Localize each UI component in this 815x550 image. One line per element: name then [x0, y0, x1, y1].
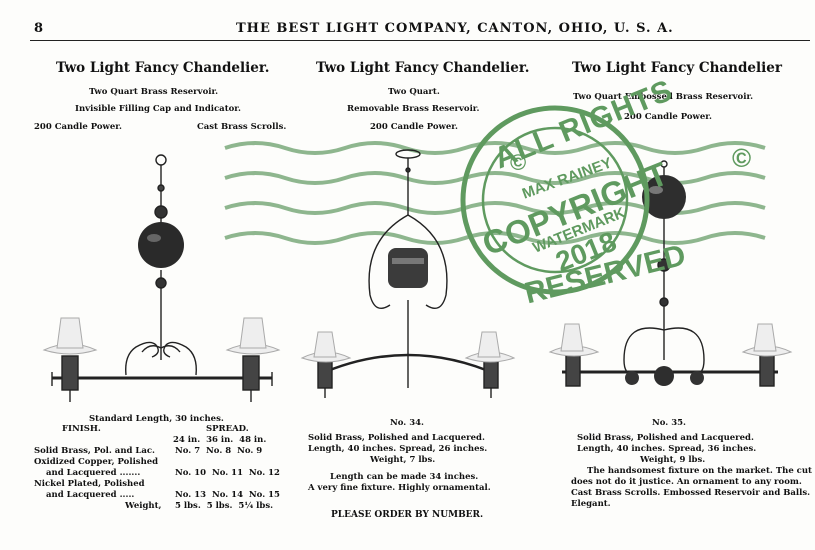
col3-desc6: Cast Brass Scrolls. Embossed Reservoir a…: [571, 488, 811, 498]
col2-line1: Two Quart.: [388, 87, 440, 97]
col2-line2: Removable Brass Reservoir.: [347, 104, 480, 114]
page-number: 8: [34, 21, 45, 36]
stamp-copyright-symbol: ©: [510, 150, 527, 175]
col1-finish-row-2: and Lacquered .......: [46, 468, 141, 478]
stamp-copyright-symbol-right: ©: [732, 143, 752, 173]
col2-desc1: Solid Brass, Polished and Lacquered.: [308, 433, 485, 443]
col3-line1: Two Quart Embossed Brass Reservoir.: [573, 92, 754, 102]
col1-sizes: 24 in. 36 in. 48 in.: [173, 435, 267, 445]
col1-line1: Two Quart Brass Reservoir.: [89, 87, 219, 97]
col2-line3: 200 Candle Power.: [370, 122, 458, 132]
col3-title: Two Light Fancy Chandelier: [572, 60, 782, 76]
page-header: THE BEST LIGHT COMPANY, CANTON, OHIO, U.…: [236, 21, 674, 36]
col3-desc1: Solid Brass, Polished and Lacquered.: [577, 433, 754, 443]
col1-finish-row-1: Oxidized Copper, Polished: [34, 457, 159, 467]
col3-line2: 200 Candle Power.: [624, 112, 712, 122]
col1-finish-row-3: Nickel Plated, Polished: [34, 479, 145, 489]
col1-nums-row-4: No. 13 No. 14 No. 15: [175, 490, 280, 500]
col3-desc7: Elegant.: [571, 499, 611, 509]
col3-number: No. 35.: [652, 418, 686, 428]
col2-desc5: A very fine fixture. Highly ornamental.: [308, 483, 491, 493]
col1-line3a: 200 Candle Power.: [34, 122, 122, 132]
order-footer: PLEASE ORDER BY NUMBER.: [331, 510, 484, 520]
col1-line3b: Cast Brass Scrolls.: [197, 122, 287, 132]
col3-desc2: Length, 40 inches. Spread, 36 inches.: [577, 444, 757, 454]
col1-finish-row-4: and Lacquered .....: [46, 490, 135, 500]
col2-number: No. 34.: [390, 418, 424, 428]
col2-title: Two Light Fancy Chandelier.: [316, 60, 530, 76]
col2-desc2: Length, 40 inches. Spread, 26 inches.: [308, 444, 488, 454]
col1-line2: Invisible Filling Cap and Indicator.: [75, 104, 241, 114]
col1-standard-length: Standard Length, 30 inches.: [89, 414, 224, 424]
col1-nums-row-5: 5 lbs. 5 lbs. 5¼ lbs.: [175, 501, 274, 511]
col2-desc3: Weight, 7 lbs.: [370, 455, 436, 465]
col1-finish-header: FINISH.: [62, 424, 101, 434]
col3-desc3: Weight, 9 lbs.: [640, 455, 706, 465]
col2-desc4: Length can be made 34 inches.: [330, 472, 479, 482]
col1-title: Two Light Fancy Chandelier.: [56, 60, 270, 76]
header-rule: [30, 40, 810, 41]
col3-desc5: does not do it justice. An ornament to a…: [571, 477, 802, 487]
col1-finish-row-0: Solid Brass, Pol. and Lac.: [34, 446, 156, 456]
col1-nums-row-0: No. 7 No. 8 No. 9: [175, 446, 263, 456]
col3-desc4: The handsomest fixture on the market. Th…: [587, 466, 812, 476]
col1-finish-row-5: Weight,: [125, 501, 162, 511]
col1-nums-row-2: No. 10 No. 11 No. 12: [175, 468, 280, 478]
col1-spread-header: SPREAD.: [206, 424, 249, 434]
